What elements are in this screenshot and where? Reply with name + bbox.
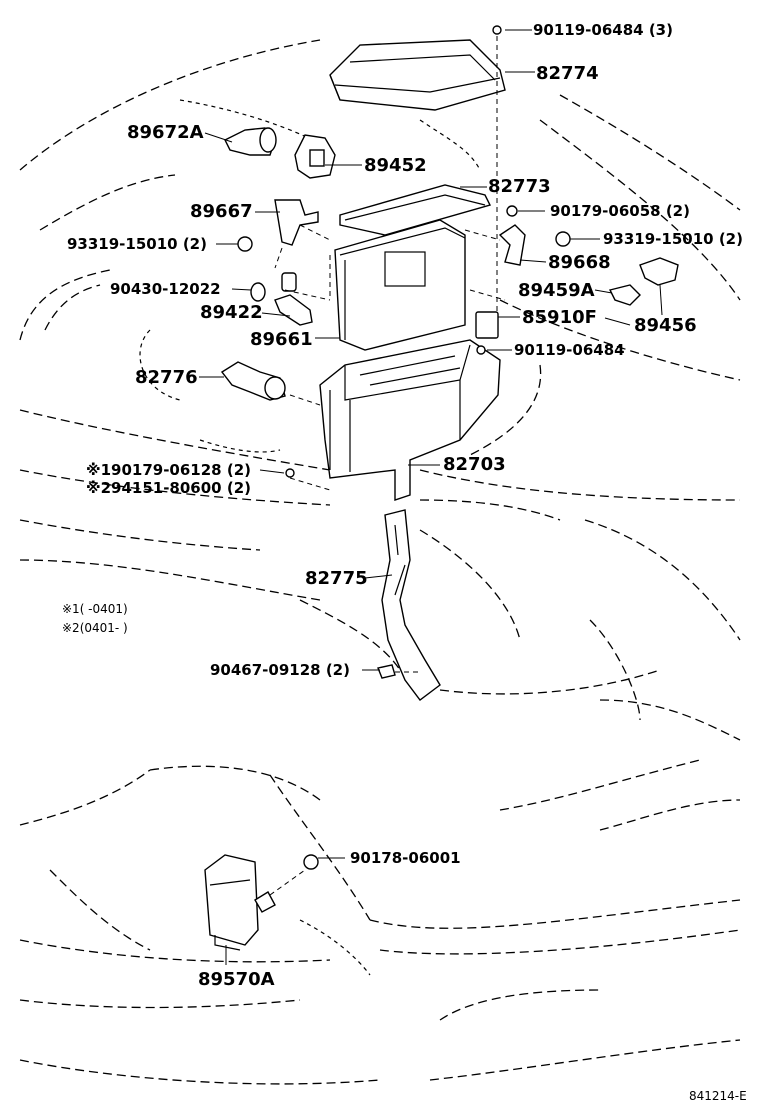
sensor-89570a <box>204 854 276 951</box>
label-90119-06484-3: 90119-06484 (3) <box>533 21 673 39</box>
bracket-89667 <box>274 199 319 246</box>
nut-90179 <box>506 205 518 217</box>
label-89456: 89456 <box>634 315 697 336</box>
relay-85910f <box>475 311 499 339</box>
label-89459a: 89459A <box>518 280 595 301</box>
label-90467-09128: 90467-09128 (2) <box>210 661 350 679</box>
clip-left <box>237 236 253 252</box>
nut-90178 <box>303 854 319 870</box>
label-90119-06484: 90119-06484 <box>514 341 625 359</box>
label-82775: 82775 <box>305 568 368 589</box>
label-93319-15010-right: 93319-15010 (2) <box>603 230 743 248</box>
vehicle-body-outline <box>19 39 741 741</box>
label-89668: 89668 <box>548 252 611 273</box>
sensor-89456 <box>639 257 679 286</box>
label-89452: 89452 <box>364 155 427 176</box>
figure-code: 841214-E <box>689 1089 747 1103</box>
gasket-90430 <box>250 272 297 302</box>
label-89422: 89422 <box>200 302 263 323</box>
ecu-box-82703 <box>319 339 501 501</box>
sensor-89422 <box>274 294 313 326</box>
grommet-82776 <box>220 361 286 401</box>
leader-lines <box>199 29 663 965</box>
ecu-cover-82773 <box>339 184 492 236</box>
part-labels: 90119-06484 (3) 82774 89672A 89452 82773… <box>62 21 747 1103</box>
label-89672a: 89672A <box>127 122 204 143</box>
label-89661: 89661 <box>250 329 313 350</box>
label-94151-80600: ※294151-80600 (2) <box>86 479 251 497</box>
label-90178-06001: 90178-06001 <box>350 849 461 867</box>
label-85910f: 85910F <box>522 307 597 328</box>
label-89667: 89667 <box>190 201 253 222</box>
label-90430-12022: 90430-12022 <box>110 280 221 298</box>
bracket-89668 <box>498 224 526 266</box>
sensor-89672a <box>224 127 277 156</box>
bracket-89459a <box>608 284 641 306</box>
label-82776: 82776 <box>135 367 198 388</box>
screw-top <box>492 25 502 330</box>
lower-body-outline <box>19 759 741 1085</box>
label-93319-15010-left: 93319-15010 (2) <box>67 235 207 253</box>
clip-90467 <box>377 664 396 679</box>
label-90179-06128: ※190179-06128 (2) <box>86 461 251 479</box>
label-82773: 82773 <box>488 176 551 197</box>
drain-tube-82775 <box>381 509 441 701</box>
ecu-cover-lid <box>329 39 506 111</box>
nut-90179-06128 <box>285 468 295 478</box>
sensor-89452 <box>294 134 336 179</box>
label-82774: 82774 <box>536 63 599 84</box>
label-90179-06058: 90179-06058 (2) <box>550 202 690 220</box>
clip-right <box>555 231 571 247</box>
label-82703: 82703 <box>443 454 506 475</box>
note-2: ※2(0401- ) <box>62 621 128 635</box>
screw-90119 <box>476 345 486 355</box>
note-1: ※1( -0401) <box>62 602 128 616</box>
label-89570a: 89570A <box>198 969 275 990</box>
ecu-89661 <box>334 219 466 351</box>
